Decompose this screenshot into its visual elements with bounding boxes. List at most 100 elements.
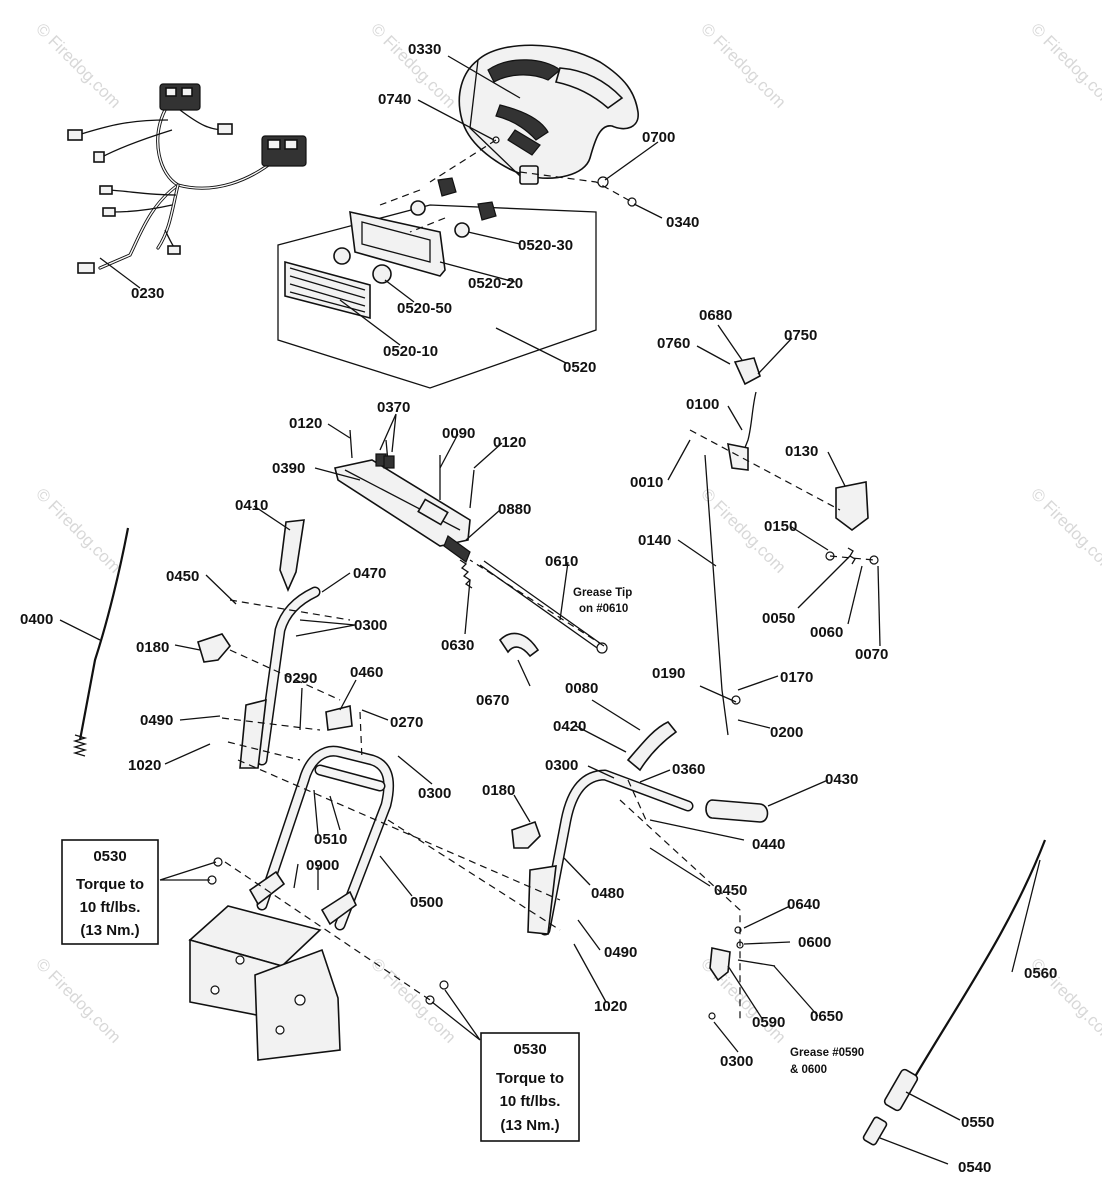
watermark: © Firedog.com bbox=[697, 19, 789, 111]
callout-0610: 0610 bbox=[545, 553, 578, 570]
watermark: © Firedog.com bbox=[32, 19, 124, 111]
callout-0520-10: 0520-10 bbox=[383, 343, 438, 360]
lower-handle-frame bbox=[248, 745, 395, 931]
clamp bbox=[498, 632, 540, 658]
callout-0070: 0070 bbox=[855, 646, 888, 663]
watermark: © Firedog.com bbox=[367, 954, 459, 1046]
lever bbox=[626, 721, 678, 772]
callout-0140: 0140 bbox=[638, 532, 671, 549]
grease-0590-note-line2: & 0600 bbox=[790, 1064, 827, 1076]
callout-0640: 0640 bbox=[787, 896, 820, 913]
callout-0450-right: 0450 bbox=[714, 882, 747, 899]
callout-0480: 0480 bbox=[591, 885, 624, 902]
callout-0430: 0430 bbox=[825, 771, 858, 788]
torque-box-line2: 10 ft/lbs. bbox=[500, 1093, 561, 1110]
callout-0520-50: 0520-50 bbox=[397, 300, 452, 317]
callout-0750: 0750 bbox=[784, 327, 817, 344]
callout-0400: 0400 bbox=[20, 611, 53, 628]
watermark: © Firedog.com bbox=[1027, 19, 1102, 111]
spring bbox=[459, 559, 473, 589]
cable-left bbox=[72, 527, 130, 757]
torque-box-line3: (13 Nm.) bbox=[80, 922, 139, 939]
torque-box-part: 0530 bbox=[513, 1041, 546, 1058]
callout-0600: 0600 bbox=[798, 934, 831, 951]
callout-0740: 0740 bbox=[378, 91, 411, 108]
callout-1020-left: 1020 bbox=[128, 757, 161, 774]
callout-0680: 0680 bbox=[699, 307, 732, 324]
callout-0300-upper-left: 0300 bbox=[354, 617, 387, 634]
callout-0420: 0420 bbox=[553, 718, 586, 735]
callout-0370: 0370 bbox=[377, 399, 410, 416]
callout-0520: 0520 bbox=[563, 359, 596, 376]
callout-0760: 0760 bbox=[657, 335, 690, 352]
callout-0340: 0340 bbox=[666, 214, 699, 231]
callout-0290: 0290 bbox=[284, 670, 317, 687]
torque-box-line1: Torque to bbox=[76, 876, 144, 893]
callout-labels: 0330 0740 0700 0340 0230 0520-30 0520-20… bbox=[20, 41, 1057, 1176]
callout-0410: 0410 bbox=[235, 497, 268, 514]
callout-0190: 0190 bbox=[652, 665, 685, 682]
callout-0100: 0100 bbox=[686, 396, 719, 413]
callout-0590: 0590 bbox=[752, 1014, 785, 1031]
watermark: © Firedog.com bbox=[32, 954, 124, 1046]
callout-0200: 0200 bbox=[770, 724, 803, 741]
callout-0510: 0510 bbox=[314, 831, 347, 848]
torque-box-line2: 10 ft/lbs. bbox=[80, 899, 141, 916]
bracket bbox=[709, 947, 731, 982]
callout-0010: 0010 bbox=[630, 474, 663, 491]
callout-0150: 0150 bbox=[764, 518, 797, 535]
callout-0560: 0560 bbox=[1024, 965, 1057, 982]
callout-1020-right: 1020 bbox=[594, 998, 627, 1015]
torque-box-line1: Torque to bbox=[496, 1070, 564, 1087]
callout-0080: 0080 bbox=[565, 680, 598, 697]
callout-0270: 0270 bbox=[390, 714, 423, 731]
console-cover bbox=[458, 44, 639, 185]
callout-0470: 0470 bbox=[353, 565, 386, 582]
callout-0390: 0390 bbox=[272, 460, 305, 477]
watermark: © Firedog.com bbox=[32, 484, 124, 576]
callout-0230: 0230 bbox=[131, 285, 164, 302]
control-panel bbox=[334, 429, 475, 563]
callout-0300-right-handle: 0300 bbox=[545, 757, 578, 774]
callout-0120-top-left: 0120 bbox=[289, 415, 322, 432]
leader-lines bbox=[59, 55, 1041, 1165]
callout-0490-left: 0490 bbox=[140, 712, 173, 729]
callout-0300-bottom: 0300 bbox=[720, 1053, 753, 1070]
shift-linkage bbox=[704, 357, 879, 736]
illustration-layer bbox=[67, 44, 1047, 1146]
callout-0700: 0700 bbox=[642, 129, 675, 146]
callout-0880: 0880 bbox=[498, 501, 531, 518]
callout-0670: 0670 bbox=[476, 692, 509, 709]
callout-0130: 0130 bbox=[785, 443, 818, 460]
right-handle bbox=[527, 769, 694, 936]
callout-0500: 0500 bbox=[410, 894, 443, 911]
callout-0330: 0330 bbox=[408, 41, 441, 58]
torque-box-left: 0530 Torque to 10 ft/lbs. (13 Nm.) bbox=[61, 839, 159, 945]
callout-0630: 0630 bbox=[441, 637, 474, 654]
torque-box-part: 0530 bbox=[93, 848, 126, 865]
callout-0120-top-right: 0120 bbox=[493, 434, 526, 451]
cable-right bbox=[862, 839, 1047, 1146]
mount-plates bbox=[188, 905, 341, 1061]
grease-0590-note-line1: Grease #0590 bbox=[790, 1047, 864, 1059]
callout-0170: 0170 bbox=[780, 669, 813, 686]
callout-0540: 0540 bbox=[958, 1159, 991, 1176]
callout-0090: 0090 bbox=[442, 425, 475, 442]
callout-0520-30: 0520-30 bbox=[518, 237, 573, 254]
callout-0180-left: 0180 bbox=[136, 639, 169, 656]
callout-0490-right: 0490 bbox=[604, 944, 637, 961]
callout-0550: 0550 bbox=[961, 1114, 994, 1131]
wiring-harness bbox=[67, 83, 307, 274]
bracket bbox=[511, 820, 541, 849]
bracket bbox=[325, 704, 353, 731]
grease-tip-note-line1: Grease Tip bbox=[573, 587, 632, 599]
callout-0650: 0650 bbox=[810, 1008, 843, 1025]
headlight-assembly bbox=[277, 177, 597, 389]
callout-0440: 0440 bbox=[752, 836, 785, 853]
callout-0360: 0360 bbox=[672, 761, 705, 778]
callout-0300-center: 0300 bbox=[418, 785, 451, 802]
callout-0900: 0900 bbox=[306, 857, 339, 874]
callout-0520-20: 0520-20 bbox=[468, 275, 523, 292]
callout-0050: 0050 bbox=[762, 610, 795, 627]
